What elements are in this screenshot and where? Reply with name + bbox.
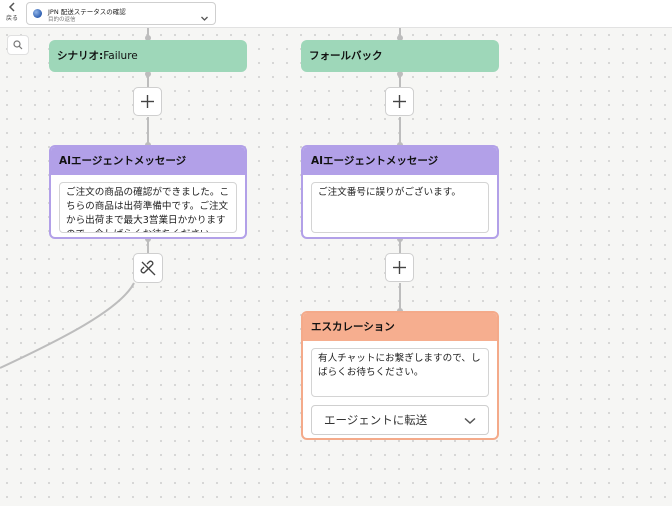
ai-message-box[interactable]: ご注文の商品の確認ができました。こちらの商品は出荷準備中です。ご注文から出荷まで… bbox=[59, 182, 237, 233]
scenario-select[interactable]: JPN 配送ステータスの確認 目的の返信 bbox=[26, 2, 216, 25]
ai-agent-message-node-left[interactable]: AIエージェントメッセージ ご注文の商品の確認ができました。こちらの商品は出荷準… bbox=[49, 145, 247, 239]
plus-icon bbox=[393, 95, 406, 108]
top-bar: 戻る JPN 配送ステータスの確認 目的の返信 bbox=[0, 0, 672, 28]
escalation-message-box[interactable]: 有人チャットにお繋ぎしますので、しばらくお待ちください。 bbox=[311, 348, 489, 397]
transfer-select[interactable]: エージェントに転送 bbox=[311, 405, 489, 435]
ai-node-title: AIエージェントメッセージ bbox=[51, 147, 245, 175]
ai-node-title: AIエージェントメッセージ bbox=[303, 147, 497, 175]
connector-dot bbox=[145, 71, 151, 77]
connector-dot bbox=[397, 35, 403, 41]
add-step-button[interactable] bbox=[385, 87, 414, 116]
globe-icon bbox=[33, 9, 42, 18]
transfer-select-value: エージェントに転送 bbox=[324, 413, 428, 427]
back-label: 戻る bbox=[5, 15, 18, 22]
fallback-title: フォールバック bbox=[309, 50, 383, 62]
connector-dot bbox=[397, 71, 403, 77]
broken-connector-curve bbox=[0, 282, 135, 369]
scenario-failure-header: シナリオ:Failure bbox=[49, 40, 247, 72]
search-icon bbox=[13, 40, 23, 50]
scenario-failure-node[interactable]: シナリオ:Failure bbox=[49, 40, 247, 72]
ai-agent-message-node-right[interactable]: AIエージェントメッセージ ご注文番号に誤りがございます。 bbox=[301, 145, 499, 239]
back-chevron-icon bbox=[2, 2, 22, 15]
unlink-icon bbox=[140, 260, 156, 276]
add-step-button[interactable] bbox=[385, 253, 414, 282]
escalation-title: エスカレーション bbox=[303, 313, 497, 341]
ai-message-box[interactable]: ご注文番号に誤りがございます。 bbox=[311, 182, 489, 233]
add-step-button[interactable] bbox=[133, 87, 162, 116]
chevron-down-icon bbox=[464, 417, 476, 425]
connector-dot bbox=[145, 35, 151, 41]
unlink-button[interactable] bbox=[133, 253, 163, 283]
fallback-node[interactable]: フォールバック bbox=[301, 40, 499, 72]
escalation-node[interactable]: エスカレーション 有人チャットにお繋ぎしますので、しばらくお待ちください。 エー… bbox=[301, 311, 499, 440]
plus-icon bbox=[393, 261, 406, 274]
search-button[interactable] bbox=[7, 35, 29, 55]
chevron-down-icon bbox=[200, 8, 209, 27]
scenario-subtitle: 目的の返信 bbox=[48, 17, 76, 23]
scenario-title: JPN 配送ステータスの確認 bbox=[48, 8, 126, 16]
plus-icon bbox=[141, 95, 154, 108]
scenario-name: Failure bbox=[103, 50, 138, 62]
scenario-prefix: シナリオ: bbox=[57, 50, 104, 62]
back-button[interactable]: 戻る bbox=[2, 2, 22, 23]
